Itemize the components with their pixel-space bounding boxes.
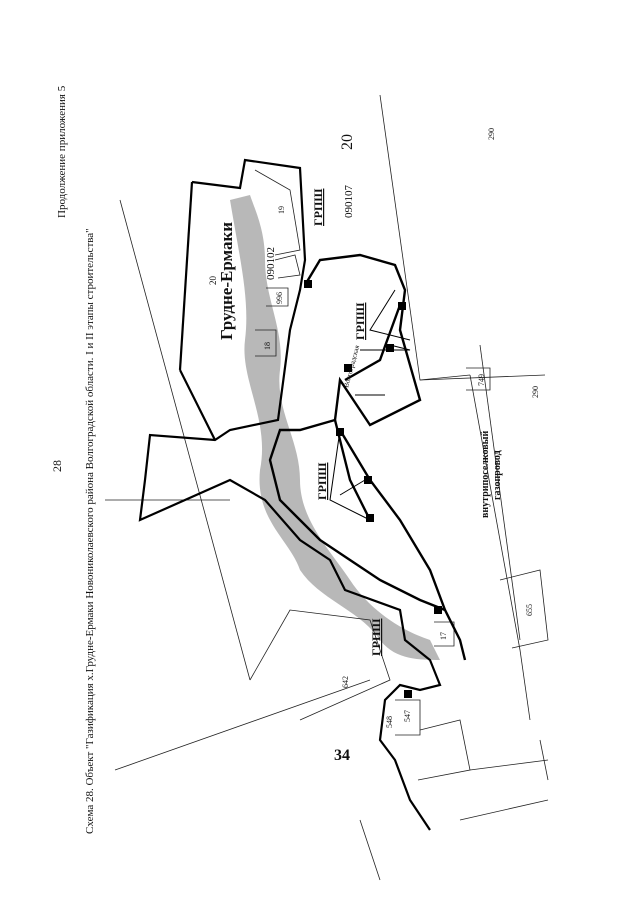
settlement-name: Грудне-Ермаки bbox=[217, 222, 236, 340]
plot-label: 548 bbox=[385, 716, 394, 728]
plot-label: 749 bbox=[477, 374, 486, 386]
plot-label: 996 bbox=[275, 292, 284, 304]
district-number-top: 20 bbox=[339, 134, 356, 150]
plot-label: 17 bbox=[439, 632, 448, 640]
parcel-lines bbox=[105, 94, 549, 881]
settlement-superscript: 20 bbox=[208, 276, 218, 286]
plot-label: 547 bbox=[403, 710, 412, 722]
grpsh-label-4: ГРПШ bbox=[369, 619, 383, 656]
grpsh-label-3: ГРПШ bbox=[315, 463, 329, 500]
settlement-boundary bbox=[138, 158, 442, 831]
pipeline-label-1: внутрипоселковый bbox=[480, 431, 491, 518]
plot-label: 290 bbox=[531, 386, 540, 398]
plot-label: 642 bbox=[341, 676, 350, 688]
gas-pipeline bbox=[268, 253, 467, 661]
plot-label: 290 bbox=[487, 128, 496, 140]
district-number-bottom: 34 bbox=[334, 747, 350, 764]
plot-label: 655 bbox=[525, 604, 534, 616]
grpsh-markers bbox=[304, 280, 442, 698]
quarter-code-2: 090102 bbox=[265, 247, 277, 280]
plot-label: 18 bbox=[263, 342, 272, 350]
grpsh-label-1: ГРПШ bbox=[311, 189, 325, 226]
gas-branches bbox=[329, 289, 411, 521]
plot-label: 19 bbox=[277, 206, 286, 214]
grpsh-label-2: ГРПШ bbox=[353, 303, 367, 340]
quarter-code-1: 090107 bbox=[343, 185, 355, 219]
pipeline-label-2: газопровод bbox=[492, 450, 503, 500]
ravine-shading bbox=[230, 195, 440, 660]
